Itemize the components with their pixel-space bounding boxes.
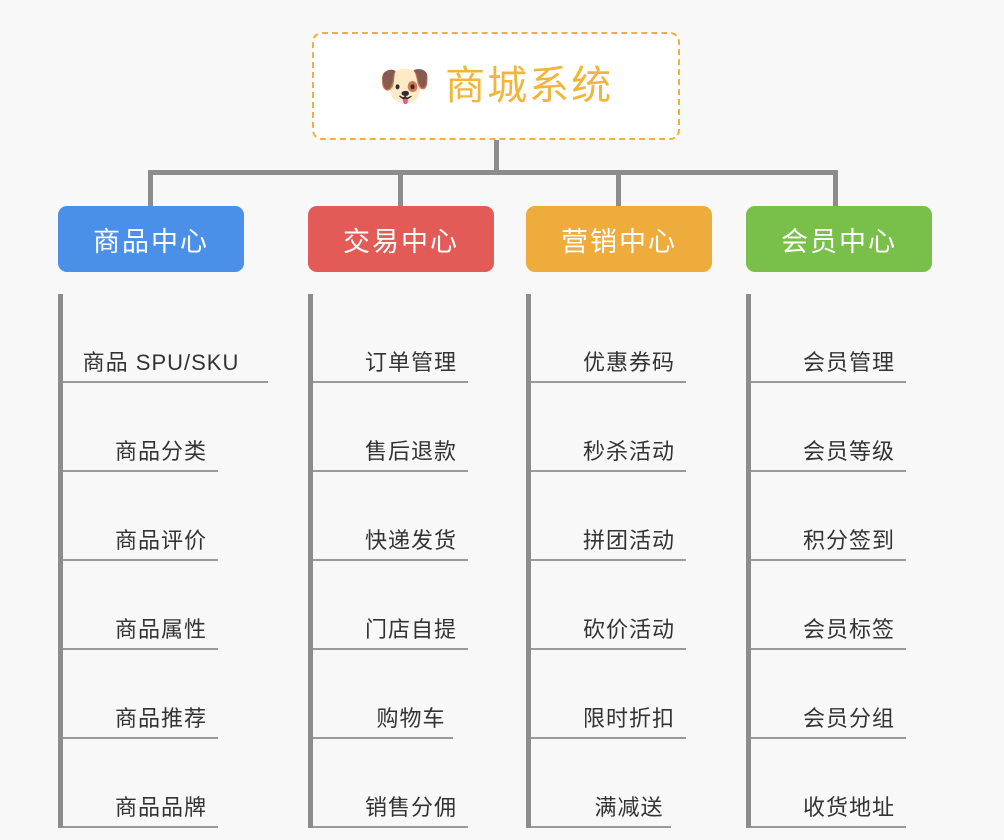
- list-item[interactable]: 商品评价: [63, 472, 244, 561]
- column-header-product-center[interactable]: 商品中心: [58, 206, 244, 272]
- list-item-label: 门店自提: [364, 617, 457, 642]
- list-item[interactable]: 商品 SPU/SKU: [63, 294, 268, 383]
- list-item[interactable]: 积分签到: [751, 472, 932, 561]
- leaf-rule: [63, 826, 218, 828]
- list-item-label: 会员等级: [802, 439, 895, 464]
- list-item[interactable]: 优惠券码: [531, 294, 712, 383]
- list-item-label: 商品品牌: [114, 795, 207, 820]
- list-item[interactable]: 商品品牌: [63, 739, 244, 828]
- leaf-rule: [313, 559, 468, 561]
- list-item-label: 商品 SPU/SKU: [82, 350, 240, 375]
- column-header-label: 商品中心: [93, 226, 209, 257]
- list-item-label: 商品属性: [114, 617, 207, 642]
- list-item[interactable]: 会员管理: [751, 294, 932, 383]
- list-item-label: 满减送: [594, 795, 664, 820]
- list-item[interactable]: 销售分佣: [313, 739, 494, 828]
- list-item[interactable]: 收货地址: [751, 739, 932, 828]
- list-item-label: 秒杀活动: [582, 439, 675, 464]
- column-trade-center: 交易中心 订单管理 售后退款 快递发货 门店自提 购物车: [308, 206, 494, 828]
- list-item[interactable]: 会员标签: [751, 561, 932, 650]
- leaf-rule: [751, 381, 906, 383]
- list-item[interactable]: 购物车: [313, 650, 494, 739]
- leaf-stack-product-center: 商品 SPU/SKU 商品分类 商品评价 商品属性 商品推荐 商品品牌: [58, 294, 268, 828]
- leaf-rule: [63, 559, 218, 561]
- list-item-label: 商品推荐: [114, 706, 207, 731]
- list-item-label: 优惠券码: [582, 350, 675, 375]
- column-member-center: 会员中心 会员管理 会员等级 积分签到 会员标签 会员分组: [746, 206, 932, 828]
- list-item-label: 售后退款: [364, 439, 457, 464]
- column-marketing-center: 营销中心 优惠券码 秒杀活动 拼团活动 砍价活动 限时折扣: [526, 206, 712, 828]
- leaf-rule: [63, 737, 218, 739]
- list-item[interactable]: 商品分类: [63, 383, 244, 472]
- leaf-rule: [751, 559, 906, 561]
- leaf-rule: [313, 737, 453, 739]
- list-item-label: 订单管理: [364, 350, 457, 375]
- leaf-rule: [313, 826, 468, 828]
- leaf-stack-marketing-center: 优惠券码 秒杀活动 拼团活动 砍价活动 限时折扣 满减送: [526, 294, 712, 828]
- root-node-label: 商城系统: [445, 64, 614, 108]
- list-item[interactable]: 砍价活动: [531, 561, 712, 650]
- dog-face-icon: 🐶: [378, 62, 432, 109]
- leaf-rule: [531, 470, 686, 472]
- list-item[interactable]: 会员等级: [751, 383, 932, 472]
- leaf-rule: [63, 470, 218, 472]
- leaf-rule: [63, 648, 218, 650]
- list-item-label: 拼团活动: [582, 528, 675, 553]
- list-item[interactable]: 售后退款: [313, 383, 494, 472]
- list-item[interactable]: 限时折扣: [531, 650, 712, 739]
- connector-drop-product: [148, 170, 153, 208]
- list-item-label: 会员管理: [802, 350, 895, 375]
- list-item-label: 销售分佣: [364, 795, 457, 820]
- connector-drop-member: [833, 170, 838, 208]
- leaf-rule: [751, 648, 906, 650]
- leaf-rule: [63, 381, 268, 383]
- leaf-rule: [313, 648, 468, 650]
- list-item[interactable]: 满减送: [531, 739, 712, 828]
- column-header-marketing-center[interactable]: 营销中心: [526, 206, 712, 272]
- list-item-label: 商品分类: [114, 439, 207, 464]
- list-item[interactable]: 快递发货: [313, 472, 494, 561]
- leaf-rule: [313, 381, 468, 383]
- list-item-label: 商品评价: [114, 528, 207, 553]
- column-header-label: 会员中心: [781, 226, 897, 257]
- leaf-rule: [531, 559, 686, 561]
- column-header-label: 交易中心: [343, 226, 459, 257]
- leaf-rule: [531, 648, 686, 650]
- column-header-trade-center[interactable]: 交易中心: [308, 206, 494, 272]
- list-item[interactable]: 商品属性: [63, 561, 244, 650]
- list-item-label: 购物车: [376, 706, 446, 731]
- leaf-rule: [751, 737, 906, 739]
- list-item-label: 限时折扣: [582, 706, 675, 731]
- leaf-rule: [531, 381, 686, 383]
- leaf-stack-member-center: 会员管理 会员等级 积分签到 会员标签 会员分组 收货地址: [746, 294, 932, 828]
- leaf-rule: [531, 826, 671, 828]
- connector-horizontal-bus: [148, 170, 838, 175]
- leaf-rule: [751, 470, 906, 472]
- list-item-label: 收货地址: [802, 795, 895, 820]
- column-header-label: 营销中心: [561, 226, 677, 257]
- connector-drop-trade: [398, 170, 403, 208]
- list-item-label: 积分签到: [802, 528, 895, 553]
- connector-drop-marketing: [616, 170, 621, 208]
- list-item-label: 砍价活动: [582, 617, 675, 642]
- list-item[interactable]: 拼团活动: [531, 472, 712, 561]
- list-item[interactable]: 秒杀活动: [531, 383, 712, 472]
- list-item[interactable]: 门店自提: [313, 561, 494, 650]
- leaf-rule: [313, 470, 468, 472]
- column-product-center: 商品中心 商品 SPU/SKU 商品分类 商品评价 商品属性 商品推荐: [58, 206, 268, 828]
- list-item[interactable]: 订单管理: [313, 294, 494, 383]
- list-item[interactable]: 会员分组: [751, 650, 932, 739]
- list-item-label: 会员分组: [802, 706, 895, 731]
- list-item[interactable]: 商品推荐: [63, 650, 244, 739]
- leaf-stack-trade-center: 订单管理 售后退款 快递发货 门店自提 购物车 销售分佣: [308, 294, 494, 828]
- list-item-label: 会员标签: [802, 617, 895, 642]
- column-header-member-center[interactable]: 会员中心: [746, 206, 932, 272]
- connector-root-stem: [494, 140, 499, 172]
- list-item-label: 快递发货: [364, 528, 457, 553]
- leaf-rule: [531, 737, 686, 739]
- root-node[interactable]: 🐶 商城系统: [312, 32, 680, 140]
- leaf-rule: [751, 826, 906, 828]
